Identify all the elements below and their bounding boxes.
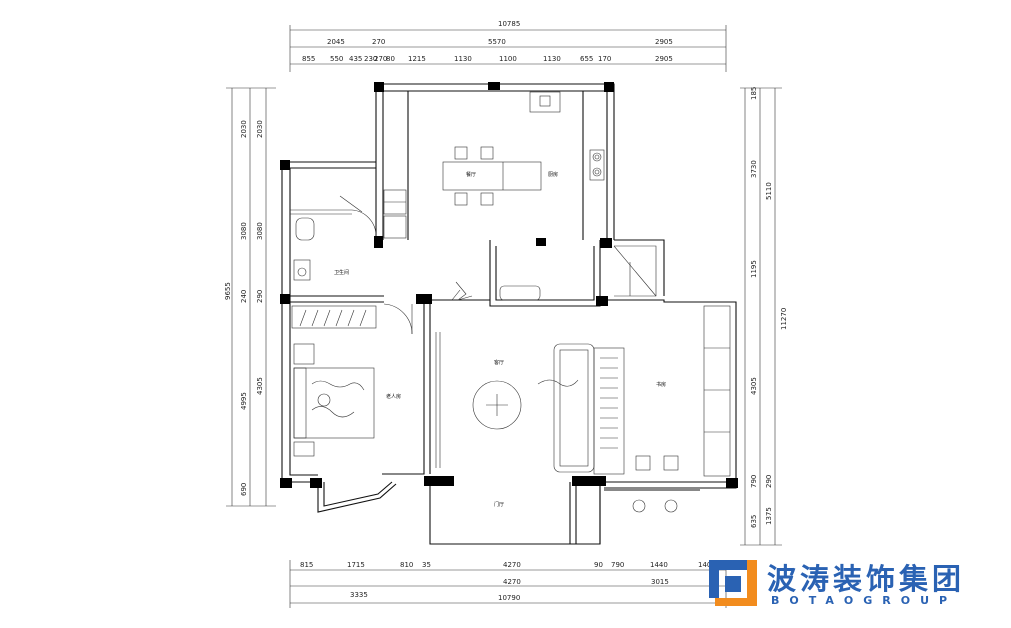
dim-top-3-2: 435 [349,55,362,63]
dim-bottom-total: 10790 [498,594,520,602]
dim-right-total: 11270 [780,308,788,330]
dim-bottom-1-7: 1440 [650,561,668,569]
bed [293,343,375,457]
dim-right-1-5: 635 [750,515,758,528]
dim-left-2-1: 3080 [240,222,248,240]
dim-right-1-3: 4305 [750,377,758,395]
living-room-furniture [435,281,595,473]
room-label-dining: 餐厅 [466,171,476,178]
brand-block: 波涛装饰集团 BOTAOGROUP [705,556,1005,616]
dim-left-3-3: 4305 [256,377,264,395]
dim-left-2-2: 240 [240,290,248,303]
dim-bottom-1-2: 810 [400,561,413,569]
dim-top-3-0: 855 [302,55,315,63]
dining-table [442,146,542,206]
dim-top-3-3: 230 [364,55,377,63]
dim-top-2-2: 5570 [488,38,506,46]
dim-top-3-5: 80 [386,55,395,63]
dim-bottom-1-8: 1400 [698,561,716,569]
dim-left-3-1: 3080 [256,222,264,240]
storage-cabinets [383,189,407,239]
dim-bottom-2-1: 4270 [503,578,521,586]
dim-left-2-3: 4995 [240,392,248,410]
dim-top-3-11: 170 [598,55,611,63]
dim-top-2-3: 2905 [655,38,673,46]
dim-bottom-1-6: 790 [611,561,624,569]
room-labels: 餐厅 厨房 卫生间 老人房 客厅 书房 门厅 [334,171,666,508]
dim-top-3-10: 655 [580,55,593,63]
dim-left-2-4: 690 [240,483,248,496]
dim-top-3-8: 1100 [499,55,517,63]
study-furniture [537,305,731,513]
dim-top-2-0: 2045 [327,38,345,46]
bathroom-fixtures [290,195,377,281]
dimension-labels: 10785 2045 270 5570 2905 855 550 435 230… [224,20,788,602]
dim-right-1-4: 790 [750,475,758,488]
dim-left-3-0: 2030 [256,120,264,138]
dim-bottom-2-0: 3335 [350,591,368,599]
dim-top-3-6: 1215 [408,55,426,63]
dim-bottom-2-2: 3015 [651,578,669,586]
dim-right-1-0: 185 [750,87,758,100]
dim-left-outer: 9655 [224,282,232,300]
wall-columns [280,82,738,488]
walls [281,83,737,545]
company-logo [709,560,757,606]
room-label-bedroom: 老人房 [386,393,401,400]
dim-top-total: 10785 [498,20,520,28]
dimension-lines [226,25,782,608]
dim-left-3-2: 290 [256,290,264,303]
dim-top-3-7: 1130 [454,55,472,63]
dim-right-2-0: 5110 [765,182,773,200]
dim-right-1-2: 1195 [750,260,758,278]
kitchen-fixtures [529,91,605,181]
brand-subtitle: BOTAOGROUP [771,594,958,607]
room-label-foyer: 门厅 [494,501,504,508]
dim-bottom-1-1: 1715 [347,561,365,569]
dim-bottom-1-0: 815 [300,561,313,569]
dim-bottom-1-4: 4270 [503,561,521,569]
room-label-living: 客厅 [494,359,504,366]
dim-top-3-9: 1130 [543,55,561,63]
brand-name: 波涛装饰集团 [767,562,966,596]
dim-left-2-0: 2030 [240,120,248,138]
dim-right-1-1: 3730 [750,160,758,178]
dim-top-3-1: 550 [330,55,343,63]
stair-cabinet [613,245,657,297]
dim-bottom-1-3: 35 [422,561,431,569]
wardrobe [291,303,413,335]
dim-bottom-1-5: 90 [594,561,603,569]
dim-top-3-4: 270 [374,55,387,63]
room-label-study: 书房 [656,381,666,388]
dim-top-2-1: 270 [372,38,385,46]
room-label-bathroom: 卫生间 [334,269,349,276]
dim-right-2-2: 1375 [765,507,773,525]
dim-right-2-1: 290 [765,475,773,488]
room-label-kitchen: 厨房 [548,171,558,178]
dim-top-3-12: 2905 [655,55,673,63]
